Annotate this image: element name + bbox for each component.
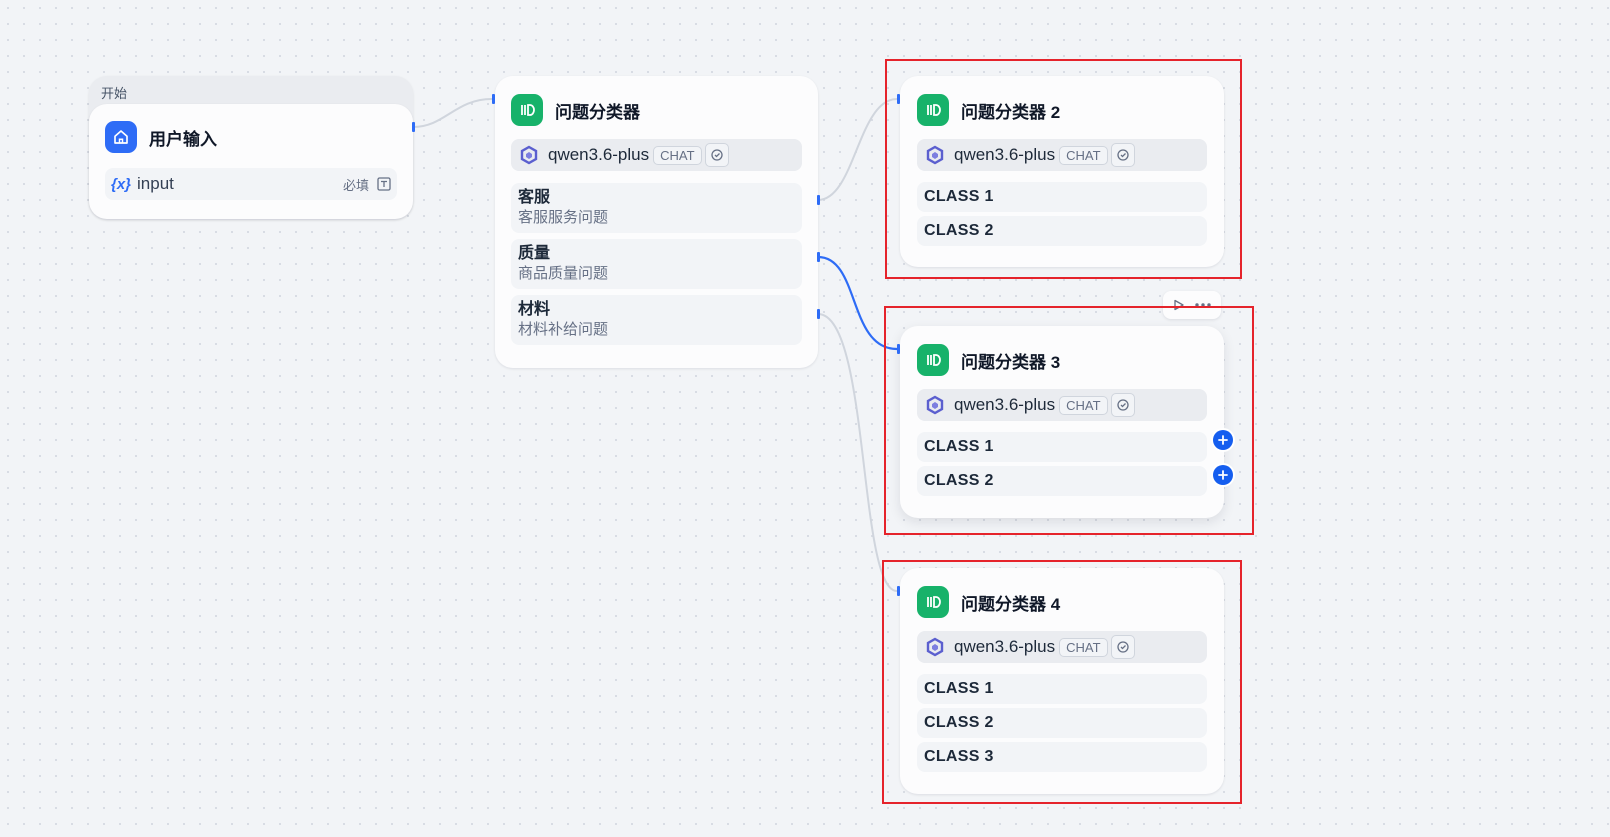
- model-name: qwen3.6-plus: [548, 145, 650, 164]
- classifier-4-title: 问题分类器 4: [961, 594, 1061, 614]
- model-mode-badge: CHAT: [1059, 637, 1108, 657]
- model-mode-badge: CHAT: [1059, 395, 1108, 415]
- model-name: qwen3.6-plus: [954, 145, 1056, 164]
- model-selector[interactable]: qwen3.6-plus CHAT: [917, 631, 1207, 663]
- start-node-title: 用户输入: [149, 129, 217, 149]
- model-selector[interactable]: qwen3.6-plus CHAT: [511, 139, 802, 171]
- more-horizontal-icon[interactable]: [1195, 302, 1211, 308]
- topic-2-output-port[interactable]: [817, 252, 820, 262]
- model-mode-badge: CHAT: [1059, 145, 1108, 165]
- qwen-logo-icon: [925, 145, 945, 165]
- class-item[interactable]: CLASS 1: [917, 432, 1207, 462]
- classifier-icon: [917, 586, 949, 618]
- topic-item[interactable]: 质量 商品质量问题: [511, 239, 802, 289]
- classifier-node-4[interactable]: 问题分类器 4 qwen3.6-plus CHAT CLASS 1 CLASS …: [900, 568, 1224, 794]
- node-toolbar: [1163, 291, 1221, 319]
- qwen-logo-icon: [925, 395, 945, 415]
- topic-description: 商品质量问题: [518, 265, 609, 282]
- model-name: qwen3.6-plus: [954, 395, 1056, 414]
- variable-icon: {x}: [111, 175, 132, 193]
- qwen-logo-icon: [925, 637, 945, 657]
- model-settings-icon[interactable]: [704, 143, 729, 167]
- topic-description: 材料补给问题: [518, 321, 609, 338]
- highlight-box-classifier-4: [882, 560, 1242, 804]
- start-output-port[interactable]: [412, 122, 415, 132]
- classifier-4-input-port[interactable]: [897, 586, 900, 596]
- model-settings-icon[interactable]: [1110, 393, 1135, 417]
- classifier-icon: [917, 344, 949, 376]
- topic-3-output-port[interactable]: [817, 309, 820, 319]
- topic-name: 质量: [518, 245, 551, 262]
- classifier-node-3[interactable]: 问题分类器 3 qwen3.6-plus CHAT CLASS 1 CLASS …: [900, 326, 1224, 518]
- variable-input-row[interactable]: {x} input 必填: [105, 168, 397, 200]
- classifier-1-title: 问题分类器: [555, 102, 640, 122]
- model-selector[interactable]: qwen3.6-plus CHAT: [917, 389, 1207, 421]
- class-item[interactable]: CLASS 2: [917, 466, 1207, 496]
- classifier-2-input-port[interactable]: [897, 94, 900, 104]
- highlight-box-classifier-3: [884, 306, 1254, 535]
- classifier-1-input-port[interactable]: [492, 94, 495, 104]
- variable-name: input: [137, 174, 174, 193]
- start-group-label: 开始: [101, 86, 128, 101]
- add-branch-button[interactable]: [1213, 430, 1233, 450]
- classifier-2-title: 问题分类器 2: [961, 102, 1061, 122]
- topic-item[interactable]: 客服 客服服务问题: [511, 183, 802, 233]
- model-settings-icon[interactable]: [1110, 143, 1135, 167]
- class-item[interactable]: CLASS 1: [917, 674, 1207, 704]
- start-node-group[interactable]: 开始 用户输入 {x} input 必填: [89, 76, 413, 219]
- model-settings-icon[interactable]: [1110, 635, 1135, 659]
- plus-icon: [1218, 470, 1228, 480]
- class-item[interactable]: CLASS 2: [917, 708, 1207, 738]
- edge-start-to-classifier-1[interactable]: [412, 98, 493, 128]
- topic-1-output-port[interactable]: [817, 195, 820, 205]
- plus-icon: [1218, 435, 1228, 445]
- model-name: qwen3.6-plus: [954, 637, 1056, 656]
- topic-item[interactable]: 材料 材料补给问题: [511, 295, 802, 345]
- highlight-box-classifier-2: [885, 59, 1242, 279]
- class-item[interactable]: CLASS 2: [917, 216, 1207, 246]
- topic-name: 客服: [518, 189, 551, 206]
- classifier-node-1[interactable]: 问题分类器 qwen3.6-plus CHAT 客服 客服服务问题 质量 商品质…: [495, 76, 818, 368]
- qwen-logo-icon: [519, 145, 539, 165]
- classifier-3-input-port[interactable]: [897, 344, 900, 354]
- topic-name: 材料: [518, 301, 551, 318]
- classifier-node-2[interactable]: 问题分类器 2 qwen3.6-plus CHAT CLASS 1 CLASS …: [900, 76, 1224, 267]
- topic-description: 客服服务问题: [518, 209, 609, 226]
- add-branch-button[interactable]: [1213, 465, 1233, 485]
- classifier-3-title: 问题分类器 3: [961, 352, 1061, 372]
- classifier-icon: [917, 94, 949, 126]
- home-icon: [105, 121, 137, 153]
- class-item[interactable]: CLASS 3: [917, 742, 1207, 772]
- model-mode-badge: CHAT: [653, 145, 702, 165]
- class-item[interactable]: CLASS 1: [917, 182, 1207, 212]
- model-selector[interactable]: qwen3.6-plus CHAT: [917, 139, 1207, 171]
- required-label: 必填: [342, 177, 369, 193]
- start-node[interactable]: 用户输入 {x} input 必填: [89, 104, 413, 219]
- classifier-icon: [511, 94, 543, 126]
- text-field-icon: [377, 177, 391, 191]
